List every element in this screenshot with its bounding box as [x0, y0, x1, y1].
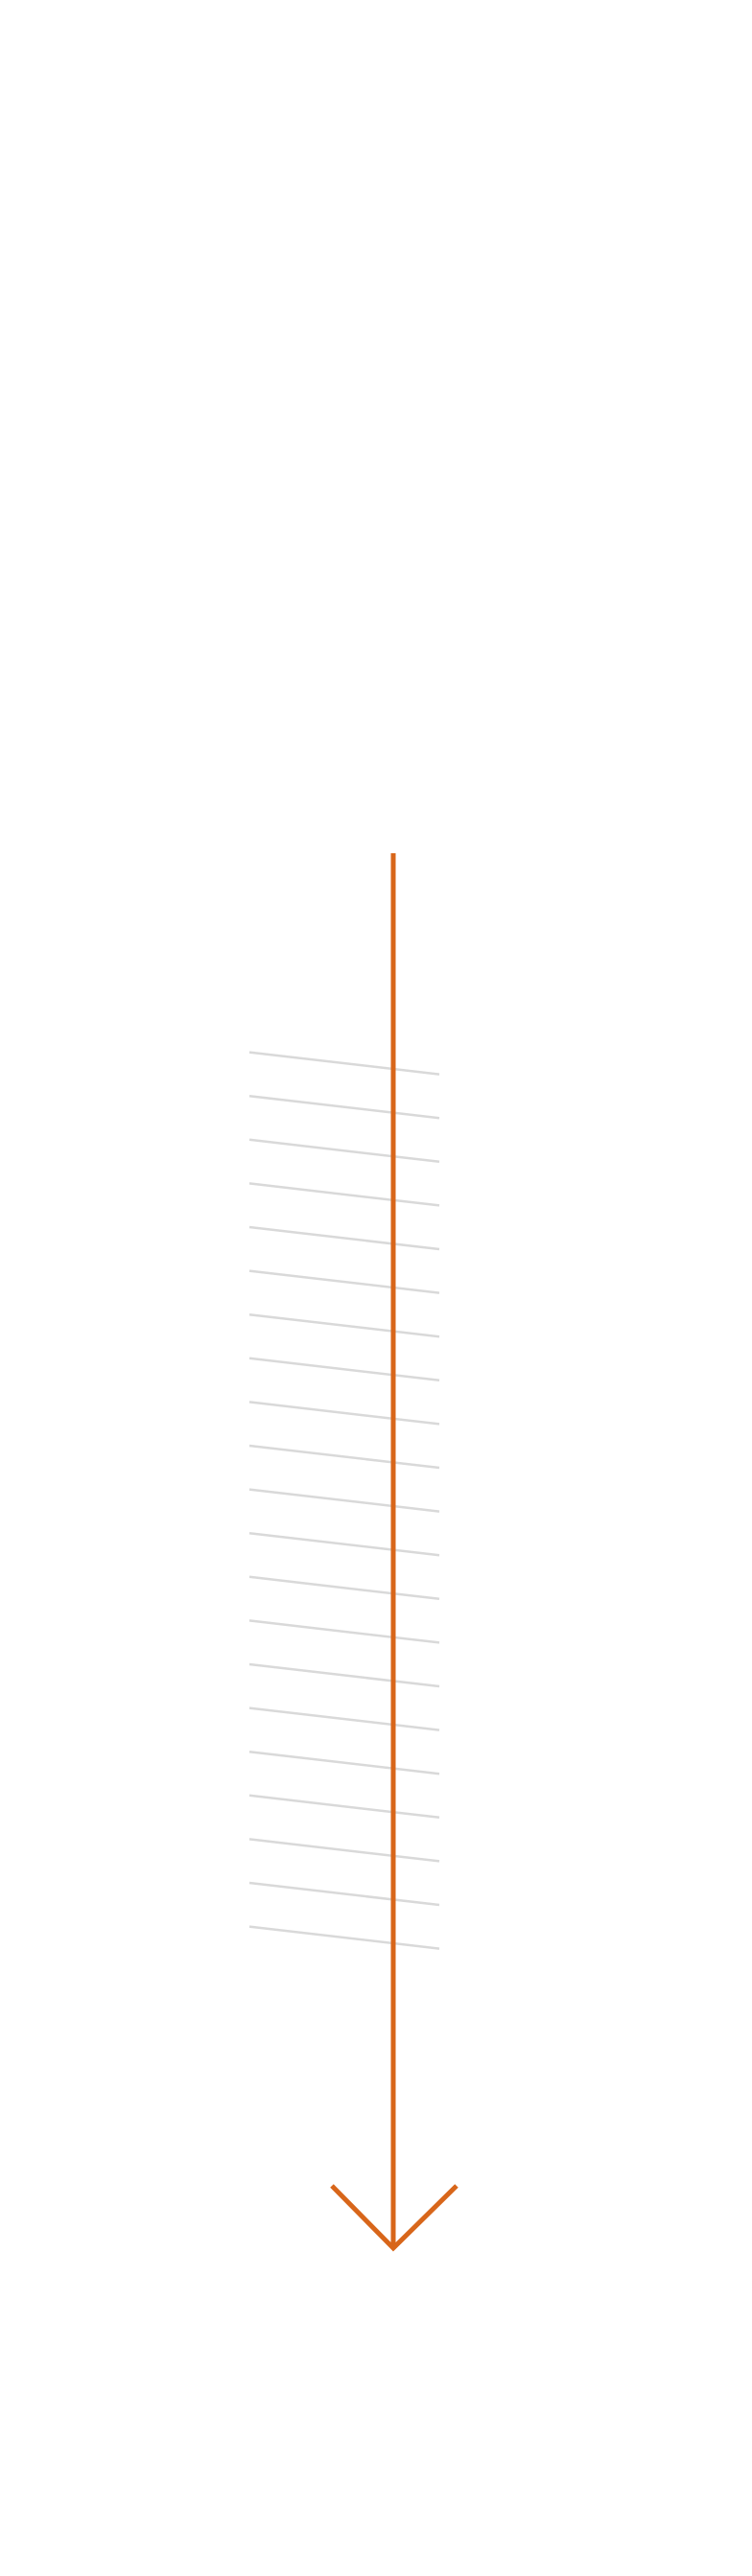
hatch-line	[248, 1094, 440, 1120]
hatch-line	[248, 1444, 440, 1470]
hatch-line	[248, 1925, 440, 1950]
hatch-line	[248, 1750, 440, 1775]
hatch-line	[248, 1051, 440, 1076]
hatch-line	[248, 1575, 440, 1601]
hatch-line	[248, 1794, 440, 1820]
hatch-line	[248, 1662, 440, 1688]
hatch-line	[248, 1225, 440, 1251]
hatch-line	[248, 1881, 440, 1907]
hatch-line	[248, 1619, 440, 1644]
hatch-line	[248, 1401, 440, 1426]
hatch-line	[248, 1138, 440, 1164]
hatch-line	[248, 1531, 440, 1557]
hatch-line	[248, 1357, 440, 1382]
hatch-line	[248, 1269, 440, 1294]
arrow-head-icon	[330, 2184, 458, 2252]
hatch-line	[248, 1312, 440, 1338]
hatched-band	[248, 1051, 440, 1950]
hatch-line	[248, 1838, 440, 1863]
hatch-line	[248, 1706, 440, 1731]
hatch-line	[248, 1488, 440, 1513]
hatch-line	[248, 1182, 440, 1207]
